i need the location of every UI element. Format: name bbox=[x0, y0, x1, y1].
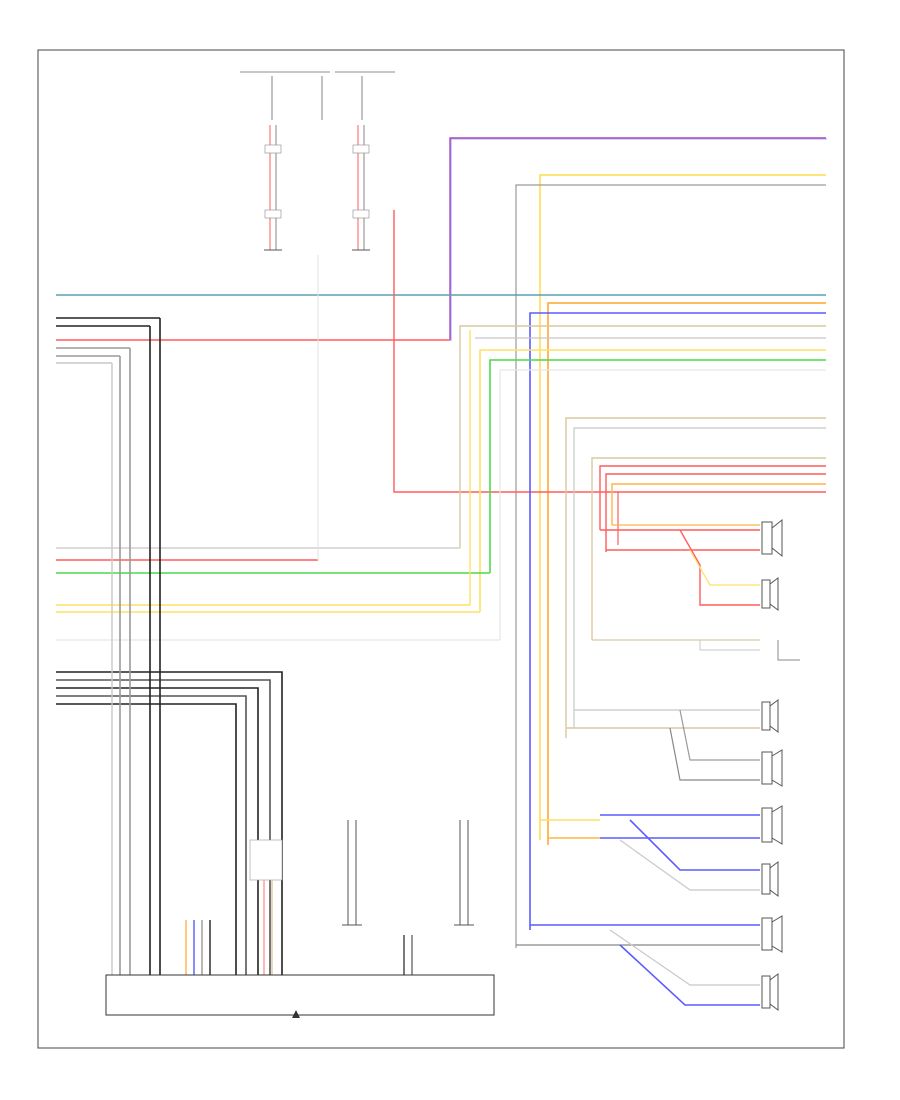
right-speaker-wiring bbox=[516, 417, 826, 1006]
top-fuse-stubs bbox=[264, 125, 370, 251]
speaker-7 bbox=[761, 915, 783, 953]
speaker-8 bbox=[761, 973, 779, 1011]
speaker-2 bbox=[761, 577, 779, 611]
speaker-5 bbox=[761, 805, 783, 845]
top-connector-2 bbox=[335, 71, 395, 120]
middle-connectors bbox=[342, 820, 474, 926]
amplifier-module bbox=[105, 974, 495, 1018]
speaker-3 bbox=[761, 699, 779, 733]
speaker-6 bbox=[761, 861, 779, 897]
speaker-1 bbox=[761, 518, 783, 558]
center-component bbox=[249, 839, 283, 881]
diagram-frame bbox=[37, 49, 845, 1049]
wire-bus bbox=[56, 137, 827, 975]
speaker-4 bbox=[761, 749, 783, 787]
lower-connector-group bbox=[185, 880, 413, 975]
top-connector-1 bbox=[240, 71, 330, 120]
